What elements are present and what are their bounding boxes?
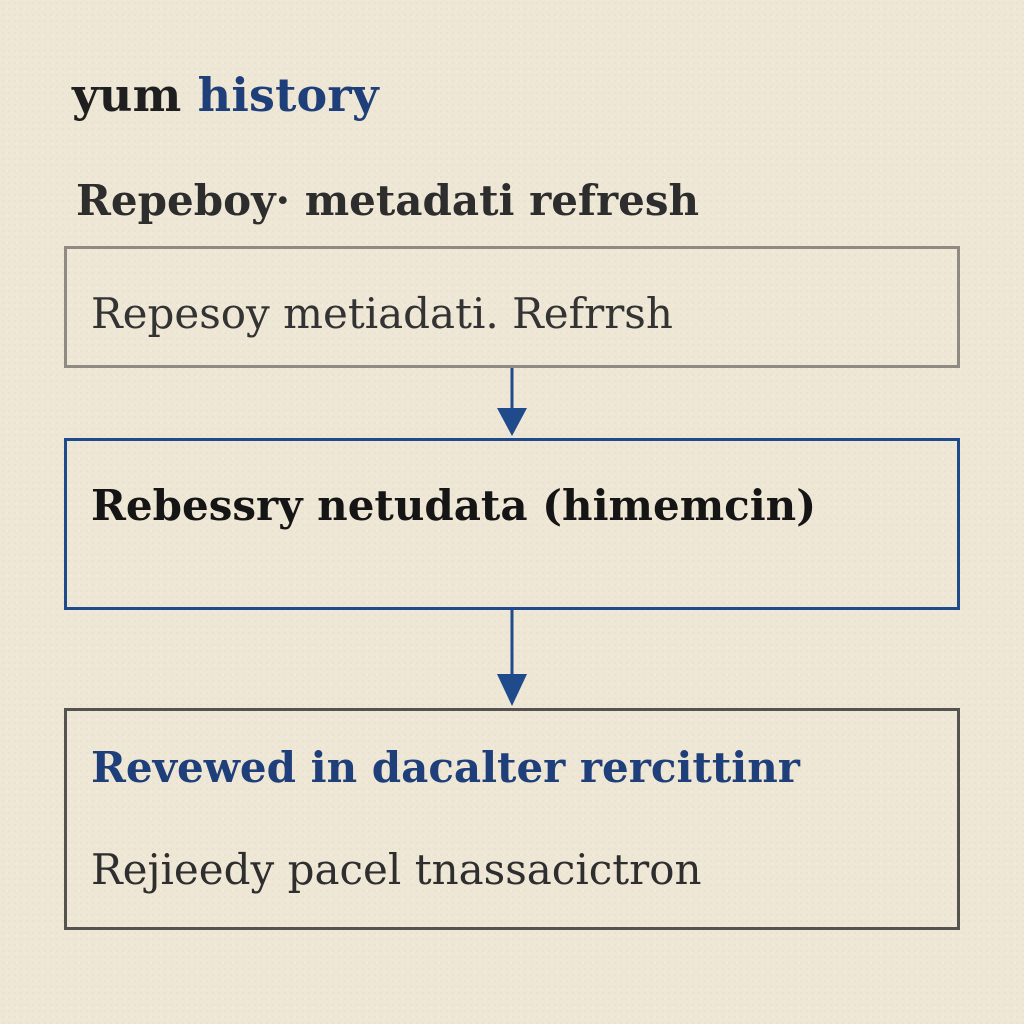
title-accent: history xyxy=(197,68,379,122)
arrow-step1-to-step2 xyxy=(497,368,527,436)
arrow-step2-to-step3 xyxy=(497,610,527,706)
flow-step-3-heading: Revewed in dacalter rercittinr xyxy=(91,743,800,792)
flow-step-2-box: Rebessry netudata (himemcin) xyxy=(64,438,960,610)
flow-step-3-box: Revewed in dacalter rercittinr Rejieedy … xyxy=(64,708,960,930)
page-subtitle: Repeboy· metadati refresh xyxy=(76,176,700,225)
title-command: yum xyxy=(72,68,182,122)
page-title: yum history xyxy=(72,68,379,122)
flow-step-2-label: Rebessry netudata (himemcin) xyxy=(91,481,817,530)
flow-step-1-box: Repesoy metiadati. Refrrsh xyxy=(64,246,960,368)
flow-step-1-label: Repesoy metiadati. Refrrsh xyxy=(91,289,673,338)
flow-step-3-detail: Rejieedy pacel tnassacictron xyxy=(91,845,702,894)
